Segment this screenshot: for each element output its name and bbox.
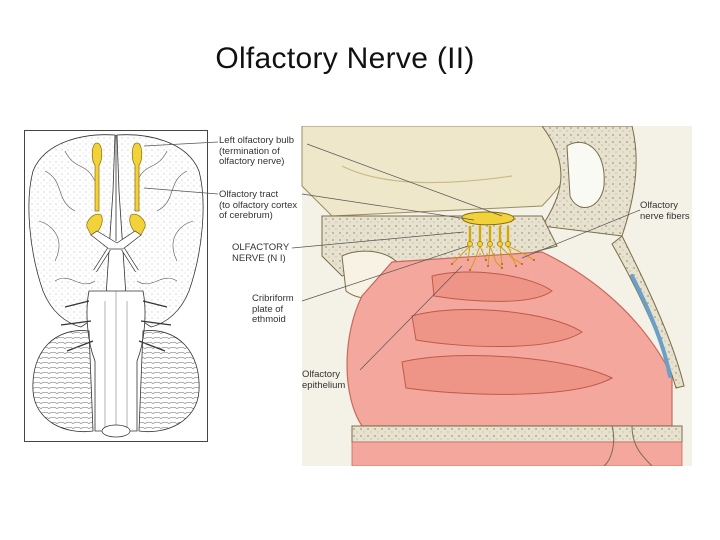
left-cerebellum [32,330,94,433]
right-cerebellum [138,330,200,433]
right-olfactory-bulb [131,142,143,212]
middle-concha [411,309,583,348]
left-hemisphere [28,134,116,328]
brain-base-drawing [28,134,204,438]
olfactory-bulb [461,211,515,226]
leader-lines [291,143,641,371]
inferior-concha [401,354,614,395]
label-left-olfactory-bulb: Left olfactory bulb (termination of olfa… [219,135,294,167]
left-olfactory-bulb [91,142,103,212]
label-cribriform-plate: Cribriform plate of ethmoid [252,293,294,325]
label-olfactory-epithelium: Olfactory epithelium [302,369,346,391]
brain-leader-lines [143,141,219,195]
frontal-sinus [566,141,605,208]
label-olfactory-nerve: OLFACTORY NERVE (N I) [232,242,290,264]
label-olfactory-nerve-fibers: Olfactory nerve fibers [640,200,690,222]
label-olfactory-tract: Olfactory tract (to olfactory cortex of … [219,189,298,221]
nasal-cavity-drawing [291,126,692,466]
superior-concha [431,271,553,302]
brain-base-illustration [24,130,208,442]
nasal-cavity-illustration [212,126,692,466]
slide-title: Olfactory Nerve (II) [215,42,475,75]
